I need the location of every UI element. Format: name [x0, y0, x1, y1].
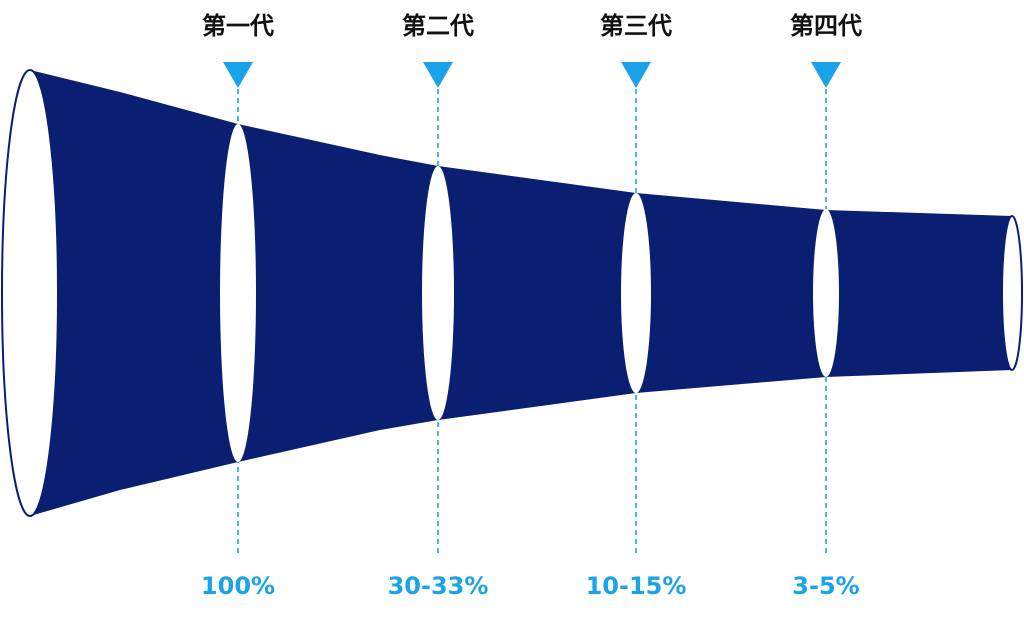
- down-triangle-icon: [811, 62, 841, 88]
- generation-1-label: 第一代: [202, 12, 274, 40]
- funnel-mouth-ellipse: [1, 69, 59, 517]
- down-triangle-icon: [621, 62, 651, 88]
- generation-ring: [220, 124, 256, 462]
- generation-marker-1: [220, 62, 256, 555]
- down-triangle-icon: [223, 62, 253, 88]
- generation-3-label: 第三代: [600, 12, 672, 40]
- generation-3-retention: 10-15%: [585, 572, 687, 600]
- generation-4-retention: 3-5%: [792, 572, 860, 600]
- funnel-body: [30, 70, 1012, 516]
- generation-marker-2: [422, 62, 454, 555]
- generation-ring: [422, 166, 454, 420]
- generation-2-retention: 30-33%: [387, 572, 489, 600]
- generation-marker-4: [811, 62, 841, 555]
- funnel-tail-ellipse: [1001, 215, 1023, 371]
- down-triangle-icon: [423, 62, 453, 88]
- generation-ring: [813, 209, 839, 377]
- generation-marker-3: [621, 62, 651, 555]
- generation-4-label: 第四代: [790, 12, 862, 40]
- generation-2-label: 第二代: [402, 12, 474, 40]
- generation-ring: [621, 193, 651, 393]
- generation-1-retention: 100%: [200, 572, 276, 600]
